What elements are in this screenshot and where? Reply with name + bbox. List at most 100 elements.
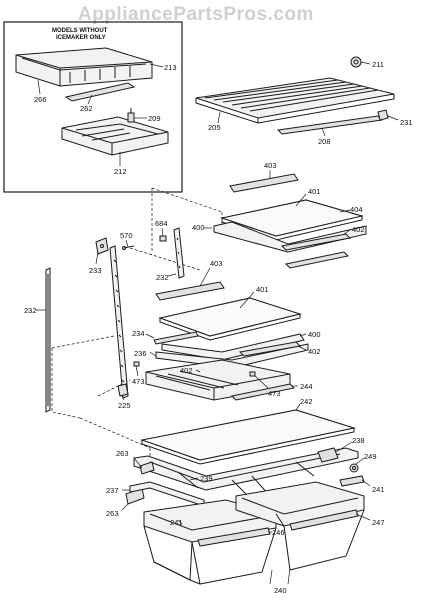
leader-247 (355, 513, 371, 521)
part-225-bracket (117, 383, 129, 397)
leader-266 (37, 79, 41, 95)
part-209-clip (127, 108, 135, 123)
leader-262 (87, 94, 93, 105)
leader-263a (133, 457, 143, 469)
part-262-trim (64, 82, 136, 102)
part-402-middle-trim-upper (238, 341, 302, 357)
label-403a: 403 (264, 161, 277, 170)
leader-263b (121, 503, 129, 511)
part-400-middle-shelf-frame (161, 333, 305, 361)
leader-240 (269, 567, 291, 585)
label-236: 236 (134, 349, 147, 358)
leader-570 (125, 239, 129, 248)
leader-233 (95, 251, 99, 265)
part-236-support (155, 343, 309, 369)
leader-473b (254, 375, 269, 389)
label-473b: 473 (268, 389, 281, 398)
label-263b: 263 (106, 509, 119, 518)
label-400b: 400 (308, 330, 321, 339)
label-225: 225 (118, 401, 131, 410)
label-244: 244 (300, 382, 313, 391)
label-247: 247 (372, 518, 385, 527)
leader-239 (189, 477, 199, 481)
leader-684 (161, 227, 164, 237)
leader-208 (321, 127, 326, 137)
label-208: 208 (318, 137, 331, 146)
leader-225 (121, 395, 125, 401)
leader-401a (295, 193, 307, 207)
label-234: 234 (132, 329, 145, 338)
leader-205 (217, 111, 221, 124)
label-232a: 232 (24, 306, 37, 315)
label-263a: 263 (116, 449, 129, 458)
part-404-upper-trim (280, 233, 352, 251)
part-684-clip (159, 235, 167, 242)
part-232-right-rail (173, 227, 185, 279)
label-205: 205 (208, 123, 221, 132)
leader-236 (149, 351, 157, 357)
label-209: 209 (148, 114, 161, 123)
leader-402a (343, 229, 351, 235)
label-402a: 402 (352, 225, 365, 234)
part-263-rails (125, 461, 155, 505)
part-249-roller (349, 463, 359, 473)
leader-241b (177, 519, 183, 525)
label-237: 237 (106, 486, 119, 495)
leader-241a (361, 479, 371, 487)
leader-238 (335, 441, 353, 453)
label-239: 239 (200, 474, 213, 483)
label-401b: 401 (256, 285, 269, 294)
leader-242 (295, 403, 301, 411)
leader-402b (297, 345, 307, 351)
part-233-bracket (95, 237, 109, 255)
label-240: 240 (274, 586, 287, 595)
part-473-clips (133, 361, 256, 377)
part-238-bracket (317, 447, 339, 463)
label-242: 242 (300, 397, 313, 406)
leader-401b (239, 291, 255, 309)
label-238: 238 (352, 436, 365, 445)
leader-400b (299, 333, 307, 337)
part-403-middle-front-trim (155, 281, 225, 301)
label-249: 249 (364, 452, 377, 461)
label-401a: 401 (308, 187, 321, 196)
label-213: 213 (164, 63, 177, 72)
inset-title-line2: ICEMAKER ONLY (56, 35, 106, 41)
leader-249 (355, 457, 365, 465)
part-232-center-rail (109, 245, 129, 399)
label-684: 684 (155, 219, 168, 228)
part-266-drawer (15, 47, 153, 87)
leader-232b (167, 273, 177, 277)
inset-title-line1: MODELS WITHOUT (52, 28, 108, 34)
leader-473a (135, 365, 139, 377)
leader-213 (149, 63, 164, 68)
label-262: 262 (80, 104, 93, 113)
label-404: 404 (350, 205, 363, 214)
watermark-text: AppliancePartsPros.com (78, 4, 314, 25)
inset-box: MODELS WITHOUT ICEMAKER ONLY 213 (3, 21, 183, 193)
label-402b: 402 (308, 347, 321, 356)
label-211: 211 (372, 60, 384, 69)
part-247-front-trim (289, 509, 359, 531)
part-570-screw (122, 245, 135, 250)
leader-402c (195, 369, 201, 373)
part-242-crisper-glass-cover (139, 409, 357, 465)
part-211-roller (350, 56, 362, 68)
leader-404 (339, 209, 351, 213)
label-402c: 402 (180, 366, 193, 375)
label-473a: 473 (132, 377, 145, 386)
leader-403b (199, 267, 211, 287)
part-231-bracket (377, 109, 389, 121)
part-212-frame (61, 116, 169, 156)
part-208-trim-strip (276, 115, 384, 135)
label-241a: 241 (372, 485, 385, 494)
label-232b: 232 (156, 273, 169, 282)
part-246-front-trim (197, 527, 271, 547)
part-403-upper-front-trim (229, 173, 299, 193)
part-234-trim (153, 331, 199, 345)
part-244-trim (230, 383, 296, 401)
label-570: 570 (120, 231, 133, 240)
label-266: 266 (34, 95, 47, 104)
label-400a: 400 (192, 223, 205, 232)
